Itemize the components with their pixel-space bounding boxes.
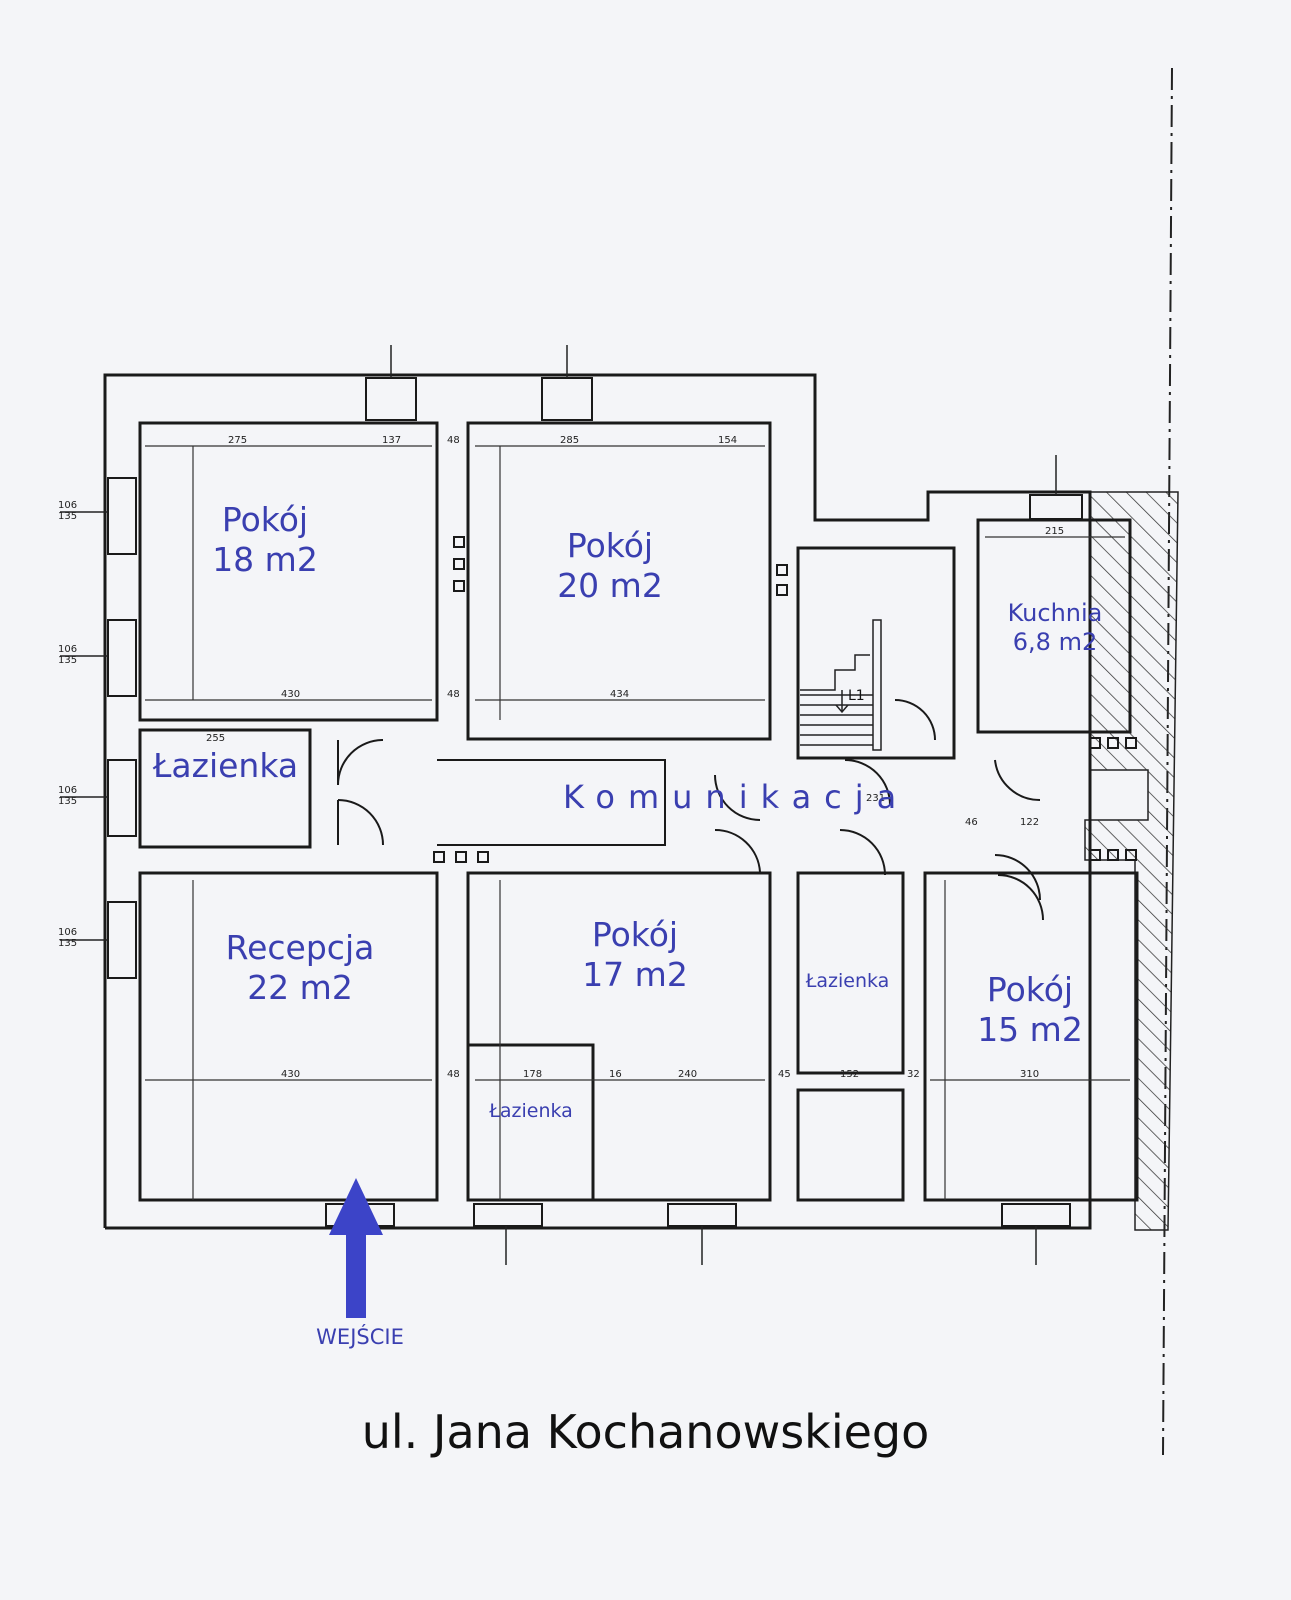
entrance-arrow bbox=[329, 1178, 383, 1318]
window-dim-text: 106 bbox=[58, 500, 77, 511]
dim-text: 48 bbox=[447, 1069, 460, 1080]
window-dim-text: 106 bbox=[58, 644, 77, 655]
neighbour-hatched-area bbox=[1084, 491, 1179, 1231]
room-name: Pokój bbox=[221, 500, 309, 539]
outer-walls bbox=[103, 373, 1092, 1230]
room-label-pokoj-18: Pokój 18 m2 bbox=[195, 500, 335, 581]
dim-text: 430 bbox=[281, 1069, 300, 1080]
room-area: 17 m2 bbox=[582, 955, 688, 995]
room-name: Pokój bbox=[566, 526, 654, 565]
dim-text: 48 bbox=[447, 435, 460, 446]
room-outlines bbox=[138, 421, 1139, 1202]
dim-text: 45 bbox=[778, 1069, 791, 1080]
room-outline-lazienka-west bbox=[138, 728, 312, 849]
entrance-label: WEJŚCIE bbox=[316, 1325, 404, 1349]
room-outline-pokoj-17 bbox=[466, 871, 772, 1202]
room-label-lazienka-south: Łazienka bbox=[466, 1100, 596, 1123]
room-area: 20 m2 bbox=[557, 566, 663, 606]
dim-text: 231 bbox=[866, 793, 885, 804]
dim-text: 46 bbox=[965, 817, 978, 828]
dim-text: 178 bbox=[523, 1069, 542, 1080]
dim-text: 310 bbox=[1020, 1069, 1039, 1080]
dim-text: 137 bbox=[382, 435, 401, 446]
dim-text: 152 bbox=[840, 1069, 859, 1080]
room-outline-pokoj-18 bbox=[138, 421, 439, 722]
corridor-label: Komunikacja bbox=[563, 778, 910, 816]
room-area: 22 m2 bbox=[247, 968, 353, 1008]
room-label-kuchnia: Kuchnia 6,8 m2 bbox=[995, 599, 1115, 658]
dim-text: 275 bbox=[228, 435, 247, 446]
room-label-lazienka-west: Łazienka bbox=[143, 746, 308, 786]
stair-label: L1 bbox=[848, 688, 865, 704]
ventilation-ducts bbox=[433, 536, 1137, 863]
dim-text: 32 bbox=[907, 1069, 920, 1080]
dim-text: 48 bbox=[447, 689, 460, 700]
room-outline-storage bbox=[796, 1088, 905, 1202]
room-outline-lazienka-south bbox=[466, 1043, 595, 1202]
room-area: 15 m2 bbox=[977, 1010, 1083, 1050]
room-name: Pokój bbox=[591, 915, 679, 954]
room-area: 6,8 m2 bbox=[1012, 628, 1098, 657]
room-label-recepcja: Recepcja 22 m2 bbox=[205, 928, 395, 1009]
dim-text: 434 bbox=[610, 689, 629, 700]
door-swings bbox=[337, 699, 1044, 921]
windows bbox=[107, 377, 1083, 1227]
room-outline-stairwell bbox=[796, 546, 956, 760]
window-dim-text: 106 bbox=[58, 927, 77, 938]
dimension-numbers: 275 137 48 285 154 430 48 434 215 255 23… bbox=[206, 435, 1064, 1080]
room-name: Pokój bbox=[986, 970, 1074, 1009]
dim-text: 240 bbox=[678, 1069, 697, 1080]
dim-text: 122 bbox=[1020, 817, 1039, 828]
room-outline-pokoj-20 bbox=[466, 421, 772, 741]
room-label-pokoj-15: Pokój 15 m2 bbox=[960, 970, 1100, 1051]
window-dim-text: 135 bbox=[58, 655, 77, 666]
dim-text: 16 bbox=[609, 1069, 622, 1080]
room-name: Łazienka bbox=[152, 746, 299, 785]
window-dim-text: 135 bbox=[58, 511, 77, 522]
window-dim-text: 135 bbox=[58, 796, 77, 807]
dim-text: 154 bbox=[718, 435, 737, 446]
window-dimension-leaders bbox=[60, 345, 1057, 1265]
room-name: Łazienka bbox=[489, 1100, 573, 1122]
window-dim-text: 135 bbox=[58, 938, 77, 949]
room-label-pokoj-17: Pokój 17 m2 bbox=[565, 915, 705, 996]
room-label-pokoj-20: Pokój 20 m2 bbox=[540, 526, 680, 607]
room-outline-recepcja bbox=[138, 871, 439, 1202]
dim-text: 255 bbox=[206, 733, 225, 744]
corridor-outline bbox=[437, 759, 666, 846]
dimension-lines bbox=[145, 445, 1130, 1200]
dim-text: 430 bbox=[281, 689, 300, 700]
staircase bbox=[800, 619, 882, 751]
room-outline-lazienka-east bbox=[796, 871, 905, 1075]
room-name: Łazienka bbox=[805, 970, 890, 992]
room-area: 18 m2 bbox=[212, 540, 318, 580]
room-name: Recepcja bbox=[225, 928, 375, 967]
dim-text: 285 bbox=[560, 435, 579, 446]
street-label: ul. Jana Kochanowskiego bbox=[361, 1405, 930, 1459]
dim-text: 215 bbox=[1045, 526, 1064, 537]
room-label-lazienka-east: Łazienka bbox=[795, 970, 900, 993]
room-name: Kuchnia bbox=[1007, 599, 1103, 627]
window-dim-text: 106 bbox=[58, 785, 77, 796]
